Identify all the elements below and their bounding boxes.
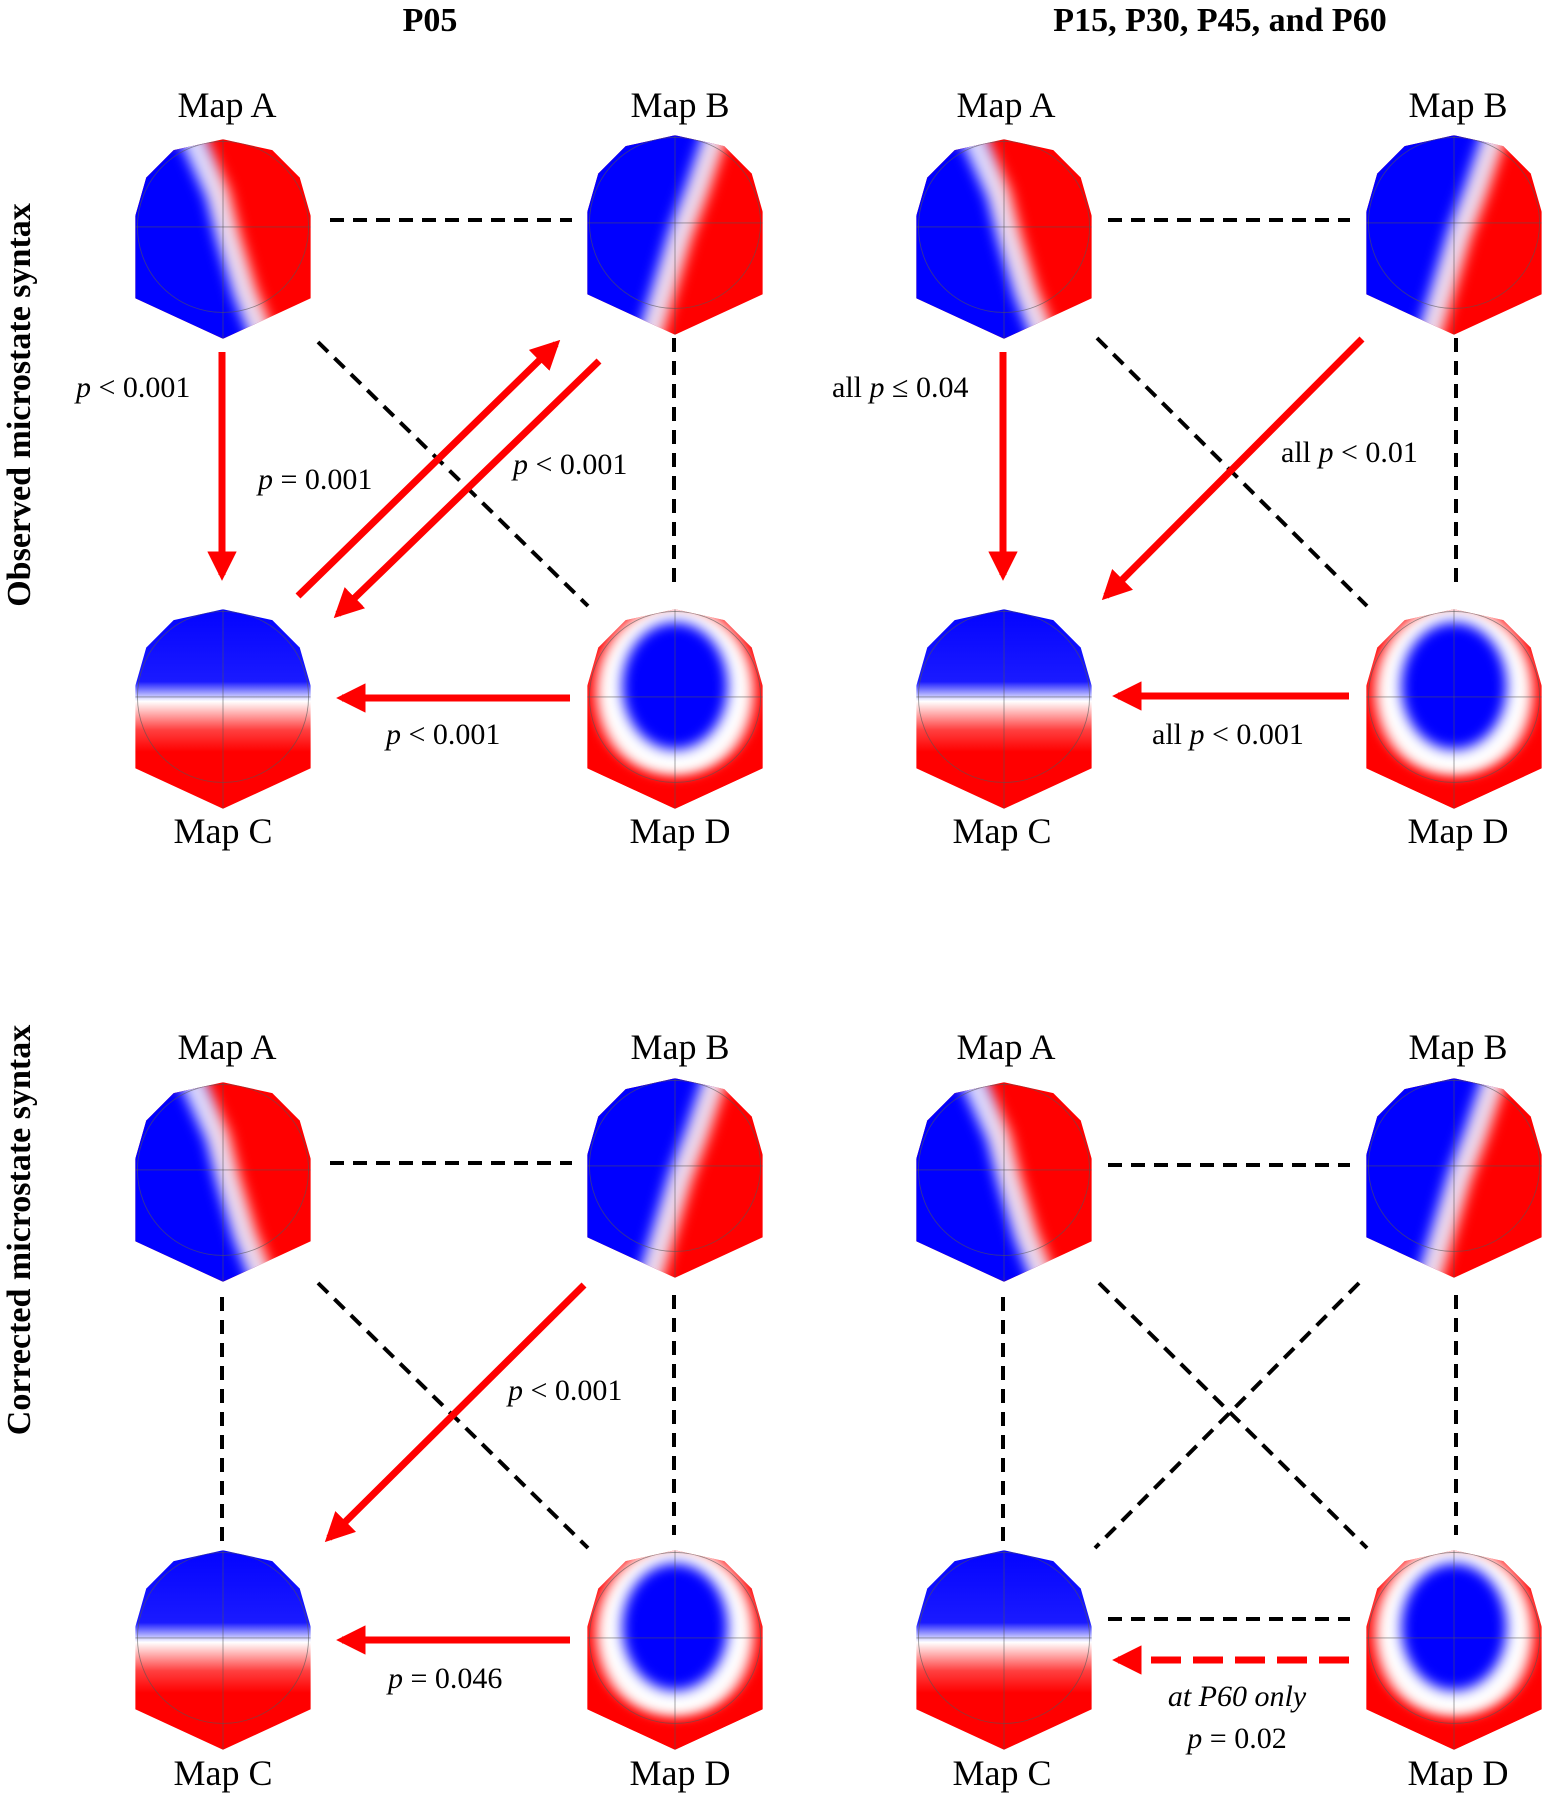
topomap-b xyxy=(1322,1067,1552,1286)
map-label-c: Map C xyxy=(952,1753,1052,1793)
dashed-link-a-d xyxy=(316,340,590,608)
p-value-a-c: p < 0.001 xyxy=(76,371,191,404)
arrow-c-to-b xyxy=(295,339,561,599)
map-label-c: Map C xyxy=(173,811,273,851)
map-label-c: Map C xyxy=(173,1753,273,1793)
map-label-d: Map D xyxy=(629,811,731,851)
p-value-d-c: p = 0.046 xyxy=(388,1662,503,1695)
topomap-d xyxy=(1355,1539,1552,1758)
dashed-link-a-d xyxy=(1097,1281,1369,1550)
topomap-c xyxy=(905,1539,1102,1758)
column-title-p15-p60: P15, P30, P45, and P60 xyxy=(1053,2,1387,39)
p-value-b-c: p < 0.001 xyxy=(513,448,628,481)
column-title-p05: P05 xyxy=(402,2,458,39)
p-value-d-c: all p < 0.001 xyxy=(1152,718,1304,751)
arrow-b-to-c xyxy=(1101,336,1365,601)
p-value-d-c: p < 0.001 xyxy=(386,718,501,751)
p-value-c-b: p = 0.001 xyxy=(258,463,373,496)
map-label-b: Map B xyxy=(1408,85,1508,125)
topomap-a xyxy=(872,1071,1102,1290)
note-p60-only: at P60 only xyxy=(1167,1680,1307,1713)
map-label-b: Map B xyxy=(1408,1027,1508,1067)
arrow-b-to-c xyxy=(333,358,602,619)
map-label-d: Map D xyxy=(1407,1753,1509,1793)
map-label-a: Map A xyxy=(177,1027,277,1067)
map-label-d: Map D xyxy=(1407,811,1509,851)
map-label-c: Map C xyxy=(952,811,1052,851)
map-label-a: Map A xyxy=(956,1027,1056,1067)
map-label-a: Map A xyxy=(956,85,1056,125)
p-value-b-c: all p < 0.01 xyxy=(1281,436,1418,469)
p-value-b-c: p < 0.001 xyxy=(508,1374,623,1407)
map-label-b: Map B xyxy=(630,85,730,125)
arrow-b-to-c xyxy=(324,1282,587,1543)
map-label-d: Map D xyxy=(629,1753,731,1793)
p-value-d-c: p = 0.02 xyxy=(1187,1722,1287,1755)
dashed-link-b-c xyxy=(1093,1281,1361,1550)
map-label-b: Map B xyxy=(630,1027,730,1067)
map-label-a: Map A xyxy=(177,85,277,125)
p-value-a-c: all p ≤ 0.04 xyxy=(832,371,969,404)
